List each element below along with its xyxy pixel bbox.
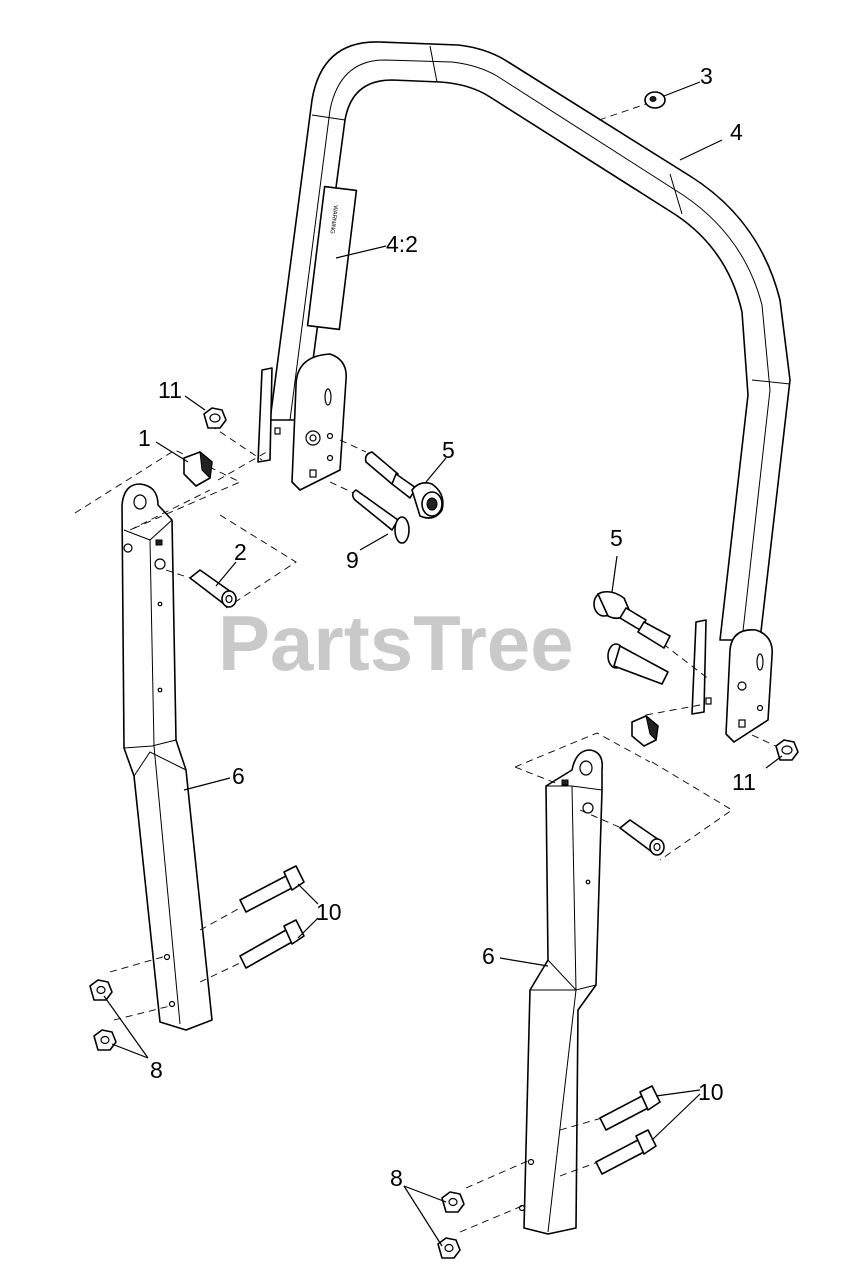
nuts-right-part-8 — [403, 1185, 465, 1259]
warning-decal-text: WARNING — [328, 205, 338, 235]
right-lower-post — [518, 749, 604, 1235]
callout-9: 9 — [346, 547, 359, 573]
clip-part-1 — [155, 441, 213, 487]
bolts-left-part-10 — [239, 865, 319, 969]
callout-2: 2 — [234, 539, 247, 565]
callout-10-right: 10 — [698, 1079, 724, 1105]
alignment-planes — [74, 424, 781, 1233]
spacer-part-2 — [189, 561, 237, 608]
callout-6-left: 6 — [232, 763, 245, 789]
callout-4: 4 — [730, 119, 743, 145]
callout-3: 3 — [700, 63, 713, 89]
misc-leaders — [183, 139, 723, 967]
flange-nut-right-part-11 — [765, 739, 799, 769]
watermark-text: PartsTree — [218, 599, 574, 687]
warning-decal — [306, 185, 358, 331]
callout-labels: 3 4 4:2 11 1 5 2 9 5 11 6 10 8 6 10 8 — [138, 63, 756, 1191]
callout-8-right: 8 — [390, 1165, 403, 1191]
callout-11-left: 11 — [158, 377, 182, 403]
callout-6-right: 6 — [482, 943, 495, 969]
upper-roll-bar-hoop: WARNING — [269, 41, 791, 641]
pin-right — [607, 643, 669, 685]
left-upper-mount-bracket — [257, 353, 347, 491]
watermark: PartsTree ™ — [218, 599, 615, 687]
callout-5-left: 5 — [442, 437, 455, 463]
right-upper-mount-bracket — [691, 619, 773, 743]
washer-part-3 — [598, 81, 701, 121]
callout-4-2: 4:2 — [386, 231, 418, 257]
nuts-left-part-8 — [89, 979, 149, 1059]
callout-10-left: 10 — [316, 899, 342, 925]
left-lower-post — [121, 483, 213, 1031]
lock-pin-left-part-5 — [364, 451, 447, 519]
callout-5-right: 5 — [610, 525, 623, 551]
spacer-right — [619, 819, 665, 856]
clip-right — [631, 714, 659, 747]
flange-nut-left-part-11 — [184, 395, 227, 429]
lock-pin-right-part-5 — [593, 555, 671, 649]
bolts-right-part-10 — [595, 1085, 701, 1175]
callout-8-left: 8 — [150, 1057, 163, 1083]
callout-1: 1 — [138, 425, 151, 451]
callout-11-right: 11 — [732, 769, 756, 795]
pin-part-9 — [351, 489, 410, 551]
